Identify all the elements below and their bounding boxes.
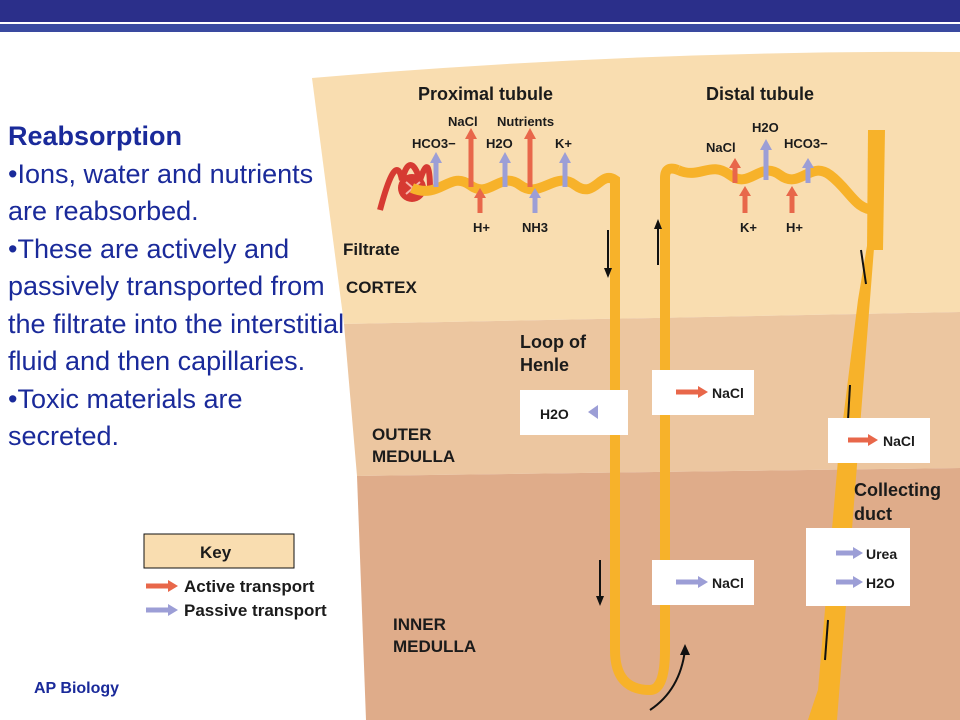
box-h2o-outer (520, 390, 628, 435)
box-nacl-inner-label: NaCl (712, 575, 744, 591)
distal-tubule (675, 164, 876, 215)
prox-h2o: H2O (486, 136, 513, 151)
key-passive-arrow (146, 604, 178, 616)
box-urea-h2o (806, 528, 910, 606)
box-nacl-collect (828, 418, 930, 463)
box-h2o-outer-label: H2O (540, 406, 569, 422)
bullet-2: •These are actively and passively transp… (8, 233, 345, 377)
slide-heading: Reabsorption (8, 121, 183, 151)
slide-text: Reabsorption •Ions, water and nutrients … (8, 118, 353, 456)
key-passive-label: Passive transport (184, 601, 327, 620)
proximal-arrows (430, 128, 571, 213)
key-title-box (143, 533, 295, 569)
bullet-3: •Toxic materials are secreted. (8, 383, 243, 452)
cortex-region (312, 51, 960, 324)
label-loop-1: Loop of (520, 332, 587, 352)
label-outer-2: MEDULLA (372, 447, 455, 466)
label-distal: Distal tubule (706, 84, 814, 104)
bullet-1: •Ions, water and nutrients are reabsorbe… (8, 158, 314, 227)
label-filtrate: Filtrate (343, 240, 400, 259)
label-inner-2: MEDULLA (393, 637, 476, 656)
key-active-label: Active transport (184, 577, 315, 596)
box-urea-label: Urea (866, 546, 897, 562)
collecting-duct (807, 209, 877, 720)
prox-h: H+ (473, 220, 490, 235)
key-title: Key (200, 543, 232, 562)
box-nacl-collect-label: NaCl (883, 433, 915, 449)
prox-hco3: HCO3− (412, 136, 456, 151)
prox-nacl: NaCl (448, 114, 478, 129)
label-proximal: Proximal tubule (418, 84, 553, 104)
distal-hco3: HCO3− (784, 136, 828, 151)
distal-h: H+ (786, 220, 803, 235)
footer-label: AP Biology (34, 680, 120, 697)
prox-nh3: NH3 (522, 220, 548, 235)
distal-k: K+ (740, 220, 757, 235)
prox-k: K+ (555, 136, 572, 151)
label-inner-1: INNER (393, 615, 446, 634)
distal-nacl: NaCl (706, 140, 736, 155)
distal-arrows (729, 139, 814, 213)
prox-nutrients: Nutrients (497, 114, 554, 129)
label-cortex: CORTEX (346, 278, 418, 297)
collecting-duct-top (867, 130, 885, 250)
distal-h2o: H2O (752, 120, 779, 135)
label-outer-1: OUTER (372, 425, 432, 444)
label-collecting-2: duct (854, 504, 892, 524)
label-loop-2: Henle (520, 355, 569, 375)
box-nacl-outer-label: NaCl (712, 385, 744, 401)
label-collecting-1: Collecting (854, 480, 941, 500)
box-h2o-inner-label: H2O (866, 575, 895, 591)
top-banner (0, 0, 960, 22)
top-banner-line (0, 24, 960, 32)
key-active-arrow (146, 580, 178, 592)
